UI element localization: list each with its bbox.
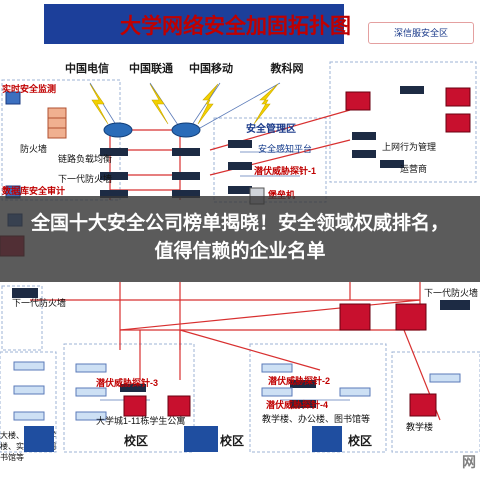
campus-right-caption: 教学楼 (406, 422, 434, 432)
appliance-icon (228, 140, 252, 148)
campus-left-zone (0, 351, 57, 453)
page-title: 大学网络安全加固拓扑图 (120, 15, 351, 38)
access-switch-icons (13, 361, 461, 421)
switch-icon (75, 411, 107, 421)
ngfw-label: 下一代防火墙 (58, 174, 113, 184)
link-lb-label: 链路负载均衡 (58, 154, 113, 164)
campus-b-caption: 教学楼、办公楼、图书馆等 (262, 414, 371, 424)
realtime-monitor-label: 实时安全监测 (2, 84, 57, 94)
appliance-icon (100, 190, 128, 198)
appliance-icon (228, 186, 252, 194)
campus-bar-right (312, 426, 342, 452)
appliance-icon (12, 288, 38, 298)
sangfor-zone-callout: 深信服安全区 (368, 22, 474, 44)
switch-icon (75, 387, 107, 397)
switch-icon (339, 387, 371, 397)
core-switch-icon (123, 395, 147, 417)
appliance-icon (100, 148, 128, 156)
bastion-label: 堡垒机 (268, 190, 296, 200)
firewall-label: 防火墙 (20, 144, 48, 154)
switch-icon (13, 411, 45, 421)
sangfor-zone (329, 61, 477, 183)
campus-bar-mid (184, 426, 218, 452)
db-audit-label: 数据库安全审计 (2, 186, 66, 196)
core-router-icons (103, 122, 201, 138)
campus-label-c: 校区 (348, 434, 373, 448)
appliance-icon (352, 150, 376, 158)
headline-text: 全国十大安全公司榜单揭晓！安全领域权威排名，值得信赖的企业名单 (30, 213, 449, 262)
switch-icon (261, 363, 293, 373)
isp-label-telecom: 中国电信 (65, 63, 109, 75)
appliance-icon (228, 162, 252, 170)
appliance-icon (380, 160, 404, 168)
ops-label: 运营商 (400, 164, 428, 174)
appliance-icon (172, 172, 200, 180)
bolt-icon (89, 83, 109, 125)
core-switch-icon (345, 91, 371, 111)
appliance-icon (290, 380, 316, 388)
appliance-icon (400, 86, 424, 94)
isp-label-mobile: 中国移动 (189, 63, 233, 75)
core-switch-icon (409, 393, 437, 417)
threat-probe-2-label: 潜伏威胁探针-2 (268, 376, 331, 386)
bolt-icon (149, 83, 169, 125)
router-icon (171, 122, 201, 138)
appliance-icon (440, 300, 470, 310)
campus-label-b: 校区 (220, 434, 245, 448)
core-switch-icon (445, 87, 471, 107)
appliance-icons (12, 86, 470, 408)
bolt-icon (197, 83, 219, 125)
security-sensing-label: 安全感知平台 (258, 144, 313, 154)
appliance-icon (172, 190, 200, 198)
security-mgmt-zone-title: 安全管理区 (246, 124, 296, 135)
appliance-icon (290, 400, 316, 408)
firewall-icon (47, 107, 67, 139)
router-icon (103, 122, 133, 138)
switch-icon (13, 361, 45, 371)
campus-b-zone (249, 343, 387, 453)
switch-icon (261, 387, 293, 397)
campus-a-zone (63, 343, 195, 453)
threat-probe-3-label: 潜伏威胁探针-3 (96, 378, 159, 388)
switch-icon (429, 373, 461, 383)
appliance-icon (120, 384, 146, 392)
switch-icon (13, 385, 45, 395)
bolt-icons (89, 83, 279, 125)
bolt-icon (253, 83, 279, 125)
internet-audit-label: 上网行为管理 (382, 142, 437, 152)
headline-overlay: 全国十大安全公司榜单揭晓！安全领域权威排名，值得信赖的企业名单 (0, 196, 480, 282)
campus-label-a: 校区 (124, 434, 149, 448)
appliance-icon (352, 132, 376, 140)
isp-label-unicom: 中国联通 (129, 63, 173, 75)
core-switch-icon (445, 113, 471, 133)
threat-probe-label: 潜伏威胁探针-1 (254, 166, 317, 176)
campus-right-zone (391, 351, 480, 453)
core-switch-icon (339, 303, 371, 331)
ngfw-right-label: 下一代防火墙 (424, 288, 479, 298)
monitor-icon (5, 91, 21, 105)
isp-label-cernet: 教科网 (270, 63, 304, 75)
core-switch-icon (167, 395, 191, 417)
switch-icon (75, 363, 107, 373)
appliance-icon (172, 148, 200, 156)
watermark: 网 (462, 454, 476, 470)
campus-a-caption: 大学城1-11栋学生公寓 (96, 416, 186, 426)
core-switch-icon (395, 303, 427, 331)
threat-probe-4-label: 潜伏威胁探针-4 (266, 400, 329, 410)
ngfw-left-label: 下一代防火墙 (12, 298, 67, 308)
appliance-icon (100, 172, 128, 180)
left-fw-zone (1, 285, 43, 351)
campus-bar-left (24, 426, 54, 452)
title-background (44, 4, 344, 44)
